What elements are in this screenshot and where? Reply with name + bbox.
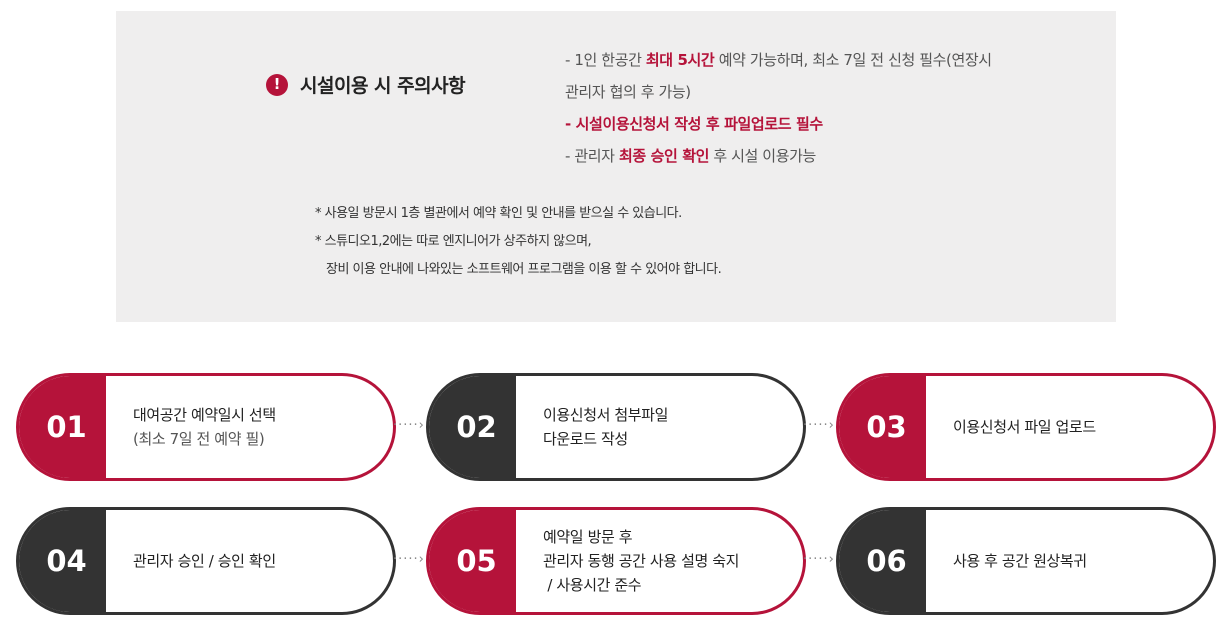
note-2: * 스튜디오1,2에는 따로 엔지니어가 상주하지 않으며, xyxy=(315,234,592,249)
rule-1: - 1인 한공간 최대 5시간 예약 가능하며, 최소 7일 전 신청 필수(연… xyxy=(565,51,992,69)
rule-1-continued: 관리자 협의 후 가능) xyxy=(565,83,691,101)
rule-2: - 시설이용신청서 작성 후 파일업로드 필수 xyxy=(565,115,823,133)
step-05: 05 예약일 방문 후 관리자 동행 공간 사용 설명 숙지 / 사용시간 준수 xyxy=(426,507,806,615)
note-1: * 사용일 방문시 1층 별관에서 예약 확인 및 안내를 받으실 수 있습니다… xyxy=(315,206,682,221)
step-number: 05 xyxy=(429,510,516,612)
arrow-icon: ·····› xyxy=(803,418,835,433)
arrow-icon: ·····› xyxy=(393,418,425,433)
step-text: 사용 후 공간 원상복귀 xyxy=(953,552,1087,570)
notice-rules: - 1인 한공간 최대 5시간 예약 가능하며, 최소 7일 전 신청 필수(연… xyxy=(565,44,1085,172)
step-number: 06 xyxy=(839,510,926,612)
step-number: 01 xyxy=(19,376,106,478)
rule-3-highlight: 최종 승인 확인 xyxy=(618,147,709,165)
step-text: 대여공간 예약일시 선택 (최소 7일 전 예약 필) xyxy=(133,406,276,448)
step-03: 03 이용신청서 파일 업로드 xyxy=(836,373,1216,481)
step-02: 02 이용신청서 첨부파일 다운로드 작성 xyxy=(426,373,806,481)
notice-title: ! 시설이용 시 주의사항 xyxy=(266,71,466,98)
arrow-icon: ·····› xyxy=(803,552,835,567)
step-06: 06 사용 후 공간 원상복귀 xyxy=(836,507,1216,615)
step-text: 관리자 승인 / 승인 확인 xyxy=(133,552,276,570)
step-number: 03 xyxy=(839,376,926,478)
step-04: 04 관리자 승인 / 승인 확인 xyxy=(16,507,396,615)
step-number: 04 xyxy=(19,510,106,612)
step-text: 이용신청서 파일 업로드 xyxy=(953,418,1096,436)
step-01: 01 대여공간 예약일시 선택 (최소 7일 전 예약 필) xyxy=(16,373,396,481)
notice-notes: * 사용일 방문시 1층 별관에서 예약 확인 및 안내를 받으실 수 있습니다… xyxy=(315,200,722,284)
step-number: 02 xyxy=(429,376,516,478)
notice-panel: ! 시설이용 시 주의사항 - 1인 한공간 최대 5시간 예약 가능하며, 최… xyxy=(116,11,1116,322)
exclamation-icon: ! xyxy=(266,73,288,96)
note-3: 장비 이용 안내에 나와있는 소프트웨어 프로그램을 이용 할 수 있어야 합니… xyxy=(326,262,722,277)
rule-1-highlight: 최대 5시간 xyxy=(645,51,715,69)
step-text: 예약일 방문 후 관리자 동행 공간 사용 설명 숙지 / 사용시간 준수 xyxy=(543,528,740,594)
step-text: 이용신청서 첨부파일 다운로드 작성 xyxy=(543,406,668,448)
arrow-icon: ·····› xyxy=(393,552,425,567)
rule-3: - 관리자 최종 승인 확인 후 시설 이용가능 xyxy=(565,147,816,165)
notice-title-text: 시설이용 시 주의사항 xyxy=(300,75,466,97)
